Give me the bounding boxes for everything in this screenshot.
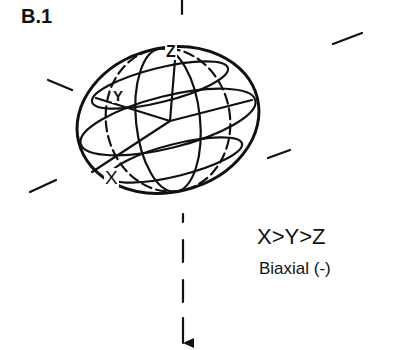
axis-dash (182, 240, 184, 262)
axis-label: Y (112, 88, 124, 103)
ellipsoid-meridian (94, 38, 241, 201)
axis-dash (182, 280, 184, 302)
axis-dash (48, 80, 72, 90)
ellipsoid-latitude (88, 52, 232, 119)
y-axis (96, 98, 170, 121)
axis-dash (182, 214, 184, 222)
axis-label: X (104, 168, 119, 187)
axis-dash (30, 180, 56, 192)
axis-dash (268, 150, 290, 158)
x-axis (92, 121, 170, 172)
figure-number: B.1 (20, 6, 53, 26)
axis-dash (333, 33, 362, 44)
axis-arrow (182, 318, 184, 343)
axis-dash (181, 0, 183, 14)
axis-relation: X>Y>Z (256, 226, 326, 248)
optic-sign: Biaxial (-) (258, 260, 332, 277)
axis-line (170, 100, 252, 121)
ellipsoid-outline (61, 28, 274, 212)
axis-label: Z (165, 44, 177, 60)
ellipsoid-latitude (106, 128, 246, 192)
